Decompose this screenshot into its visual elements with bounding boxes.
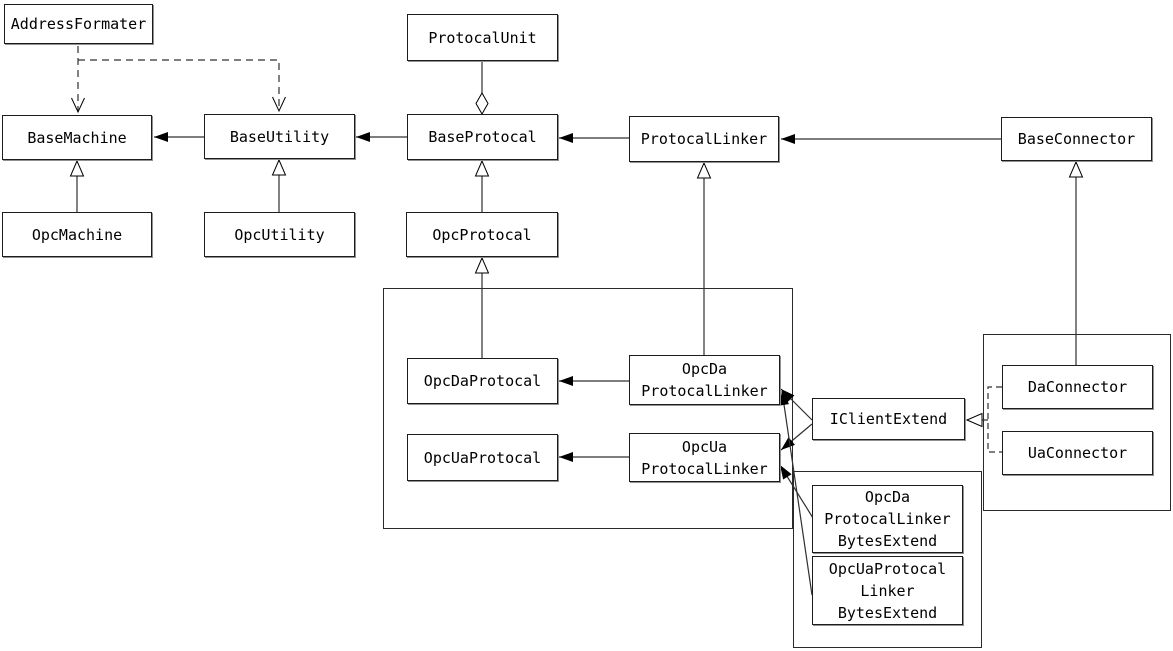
class-box-protocal-linker: ProtocalLinker: [629, 116, 779, 162]
group-box-bytes-extend-cluster: [793, 471, 982, 648]
class-label-line: OpcUaProtocal: [828, 559, 947, 578]
class-box-opc-machine: OpcMachine: [2, 212, 152, 257]
class-label: UaConnector: [1027, 444, 1128, 462]
class-label-line: OpcDa: [681, 360, 728, 378]
class-label: OpcProtocal: [432, 225, 532, 244]
class-box-base-machine: BaseMachine: [2, 115, 152, 160]
class-box-opc-da-protocal-linker: OpcDa ProtocalLinker: [629, 355, 780, 405]
group-box-connector-cluster: [983, 334, 1171, 511]
class-box-da-connector: DaConnector: [1002, 365, 1153, 409]
class-label: ProtocalLinker: [640, 130, 768, 148]
class-box-base-utility: BaseUtility: [204, 114, 355, 159]
class-label: DaConnector: [1027, 378, 1128, 396]
class-box-base-protocal: BaseProtocal: [407, 114, 558, 160]
class-label: OpcMachine: [31, 225, 123, 244]
class-label-line: ProtocalLinker: [641, 459, 768, 478]
realization-bracket-connectors: [987, 386, 1002, 453]
class-label: BaseProtocal: [428, 128, 537, 146]
class-label: AddressFormater: [10, 15, 147, 33]
class-label-line: ProtocalLinker: [641, 382, 768, 400]
class-label-line: BytesExtend: [837, 603, 938, 622]
class-box-opc-ua-protocal: OpcUaProtocal: [407, 434, 558, 481]
class-label-line: ProtocalLinker: [824, 510, 951, 528]
class-box-opc-utility: OpcUtility: [204, 212, 355, 257]
class-box-opc-protocal: OpcProtocal: [406, 212, 558, 257]
association-opcuabytesextend-opcdaprotocallinker: [779, 390, 813, 596]
class-label: BaseUtility: [229, 127, 330, 146]
class-box-opc-da-protocal-linker-bytes-extend: OpcDa ProtocalLinker BytesExtend: [812, 485, 963, 553]
class-box-opc-da-protocal: OpcDaProtocal: [407, 358, 558, 404]
association-iclientextend-opcuaprotocallinker: [780, 423, 813, 451]
class-box-opc-ua-protocal-linker: OpcUa ProtocalLinker: [629, 433, 780, 482]
class-label: OpcUaProtocal: [423, 448, 542, 467]
class-box-protocal-unit: ProtocalUnit: [407, 14, 558, 61]
class-label: BaseConnector: [1017, 130, 1136, 148]
class-label: BaseMachine: [27, 128, 127, 147]
class-label: OpcUtility: [234, 225, 325, 244]
class-box-address-formater: AddressFormater: [4, 4, 153, 44]
class-label: IClientExtend: [829, 410, 948, 428]
class-box-base-connector: BaseConnector: [1001, 117, 1152, 161]
class-label: ProtocalUnit: [428, 28, 537, 47]
class-label-line: OpcUa: [681, 437, 728, 456]
class-box-i-client-extend: IClientExtend: [812, 398, 965, 440]
class-label-line: BytesExtend: [837, 532, 938, 550]
class-box-opc-ua-protocal-linker-bytes-extend: OpcUaProtocal Linker BytesExtend: [812, 556, 963, 625]
class-box-ua-connector: UaConnector: [1002, 431, 1153, 475]
dependency-addressformater-baseutility: [78, 59, 286, 113]
class-label-line: Linker: [860, 581, 915, 600]
class-label-line: OpcDa: [864, 488, 911, 506]
group-box-opc-linker-cluster: [383, 288, 793, 529]
class-label: OpcDaProtocal: [423, 372, 542, 390]
